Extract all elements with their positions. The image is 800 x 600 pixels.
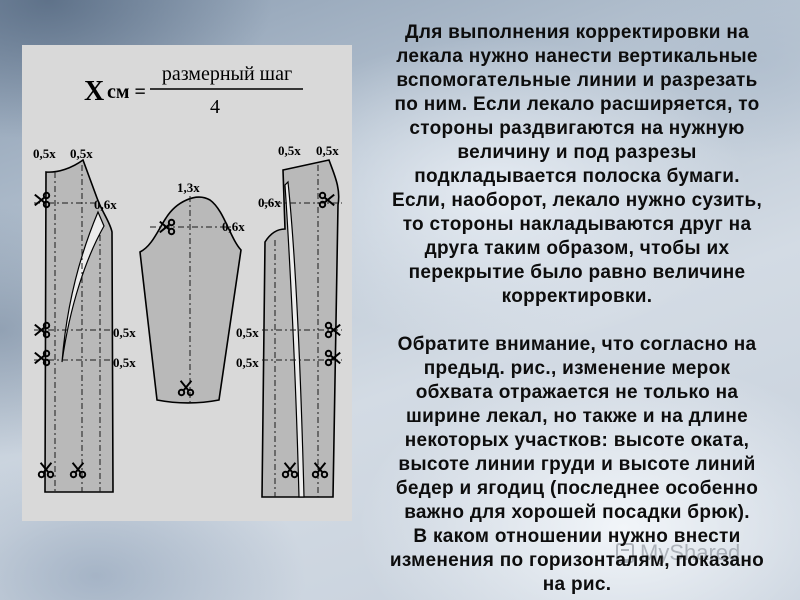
measurement-label: 0,6x	[94, 197, 117, 212]
guide-lines	[34, 165, 342, 497]
paragraph-gap	[377, 309, 777, 333]
text-line: важно для хорошей посадки брюк).	[404, 502, 750, 523]
pattern-figure: X см = размерный шаг 4 0,5x 0,5x 0,6x 0,…	[22, 45, 352, 521]
text-line: стороны раздвигаются на нужную	[409, 118, 745, 139]
measurement-label: 0,5x	[278, 143, 301, 158]
formula-variable: X	[84, 76, 104, 107]
measurement-label: 0,5x	[33, 146, 56, 161]
formula-numerator: размерный шаг	[162, 63, 292, 85]
text-line: перекрытие было равно величине	[408, 262, 746, 283]
text-line: величину и под разрезы	[457, 142, 697, 163]
pattern-dart-gap	[61, 210, 105, 363]
myshared-logo-icon	[616, 543, 634, 563]
watermark: MyShared	[616, 540, 740, 566]
text-line: Если, наоборот, лекало нужно сузить,	[391, 190, 763, 211]
watermark-text: MyShared	[640, 540, 741, 565]
text-line: высоте линии груди и высоте линий	[398, 454, 756, 475]
text-line: изменения по горизонталям, показано	[389, 550, 765, 571]
text-line: то стороны накладываются друг на	[402, 214, 752, 235]
text-line: Обратите внимание, что согласно на	[397, 334, 757, 355]
pattern-piece-sleeve	[139, 196, 242, 404]
measurement-label: 0,6x	[222, 219, 245, 234]
measurement-label: 0,5x	[113, 325, 136, 340]
text-line: некоторых участков: высоте оката,	[404, 430, 750, 451]
measurement-label: 0,5x	[236, 325, 259, 340]
formula-denominator: 4	[210, 96, 220, 118]
text-line: бедер и ягодиц (последнее особенно	[395, 478, 759, 499]
text-line: друга таким образом, чтобы их	[424, 238, 730, 259]
text-line: по ним. Если лекало расширяется, то	[394, 94, 760, 115]
text-line: ширине лекал, но также и на длине	[405, 406, 749, 427]
measurement-label: 0,5x	[236, 355, 259, 370]
text-line: В каком отношении нужно внести	[413, 526, 741, 547]
text-line: Для выполнения корректировки на	[405, 22, 749, 43]
measurement-label: 0,5x	[70, 146, 93, 161]
text-line: лекала нужно нанести вертикальные	[396, 46, 758, 67]
pattern-panel-gap	[284, 180, 305, 498]
measurement-label: 0,5x	[113, 355, 136, 370]
text-line: предыд. рис., изменение мерок	[423, 358, 731, 379]
pattern-piece-back	[44, 158, 114, 493]
text-line: подкладывается полоска бумаги.	[414, 166, 740, 187]
pattern-piece-front	[261, 159, 340, 498]
formula-unit-equals: см =	[107, 81, 146, 103]
text-line: обхвата отражается не только на	[415, 382, 739, 403]
slide-text: Для выполнения корректировки на лекала н…	[377, 21, 777, 597]
formula: X см = размерный шаг 4	[84, 63, 303, 118]
measurement-labels: 0,5x 0,5x 0,6x 0,5x 0,5x 1,3x 0,6x 0,6x …	[33, 143, 339, 370]
measurement-label: 0,5x	[316, 143, 339, 158]
text-line: вспомогательные линии и разрезать	[396, 70, 758, 91]
measurement-label: 0,6x	[258, 195, 281, 210]
text-line: на рис.	[542, 574, 612, 595]
text-line: корректировки.	[501, 286, 653, 307]
measurement-label: 1,3x	[177, 180, 200, 195]
